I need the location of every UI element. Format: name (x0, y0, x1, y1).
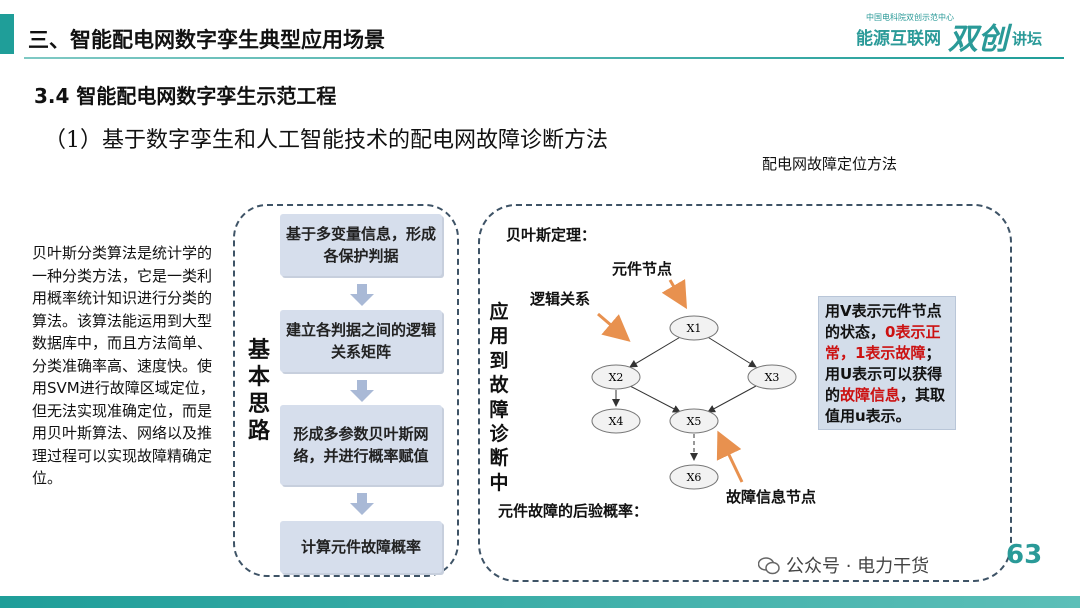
basic-idea-panel (233, 204, 459, 577)
node-x6: X6 (669, 464, 719, 490)
basic-idea-label: 基本思路 (247, 338, 270, 444)
node-x4: X4 (591, 408, 641, 434)
svg-text:X5: X5 (687, 415, 702, 428)
watermark-text: 公众号 · 电力干货 (786, 556, 930, 577)
svg-text:X6: X6 (687, 471, 702, 484)
info-fault-information-text: 故障信息 (840, 386, 901, 404)
step-4-text: 计算元件故障概率 (300, 538, 421, 556)
step-box-1: 基于多变量信息，形成各保护判据 (280, 214, 442, 276)
logo-main-text: 能源互联网 (856, 29, 941, 49)
header-accent-bar (0, 14, 14, 54)
section-title: 三、智能配电网数字孪生典型应用场景 (28, 28, 385, 52)
svg-text:X4: X4 (609, 415, 624, 428)
wechat-watermark: 公众号 · 电力干货 (758, 552, 929, 578)
svg-text:X2: X2 (609, 371, 624, 384)
bayes-description: 贝叶斯分类算法是统计学的一种分类方法，它是一类利用概率统计知识进行分类的算法。该… (32, 244, 215, 487)
method-title: （1）基于数字孪生和人工智能技术的配电网故障诊断方法 (44, 128, 608, 153)
step-box-2: 建立各判据之间的逻辑关系矩阵 (280, 310, 442, 372)
step-box-4: 计算元件故障概率 (280, 521, 442, 573)
step-box-3: 形成多参数贝叶斯网络，并进行概率赋值 (280, 405, 442, 485)
wechat-icon (758, 557, 780, 575)
edge-x3-x5 (707, 385, 757, 413)
logic-relation-annotation: 逻辑关系 (530, 290, 590, 308)
info-line-1: 用V表示元件节点的状态， (825, 302, 942, 341)
application-panel (478, 204, 1012, 582)
edge-x1-x2 (629, 335, 683, 368)
info-line-3: 用U表示可以获得的 (825, 365, 943, 404)
header-divider (24, 57, 1064, 59)
logic-relation-pointer (597, 312, 631, 342)
down-arrow-icon (350, 493, 374, 515)
step-1-text: 基于多变量信息，形成各保护判据 (286, 225, 437, 265)
logo-big-text: 双创 (948, 22, 1008, 57)
method-caption: 配电网故障定位方法 (762, 155, 898, 173)
logo-org-text: 中国电科院双创示范中心 (866, 13, 954, 22)
info-normal-fault-text: 0表示正常，1表示故障 (825, 323, 941, 362)
footer-accent-bar (0, 596, 1080, 608)
fault-info-node-annotation: 故障信息节点 (726, 488, 816, 506)
application-label: 应用到故障诊断中 (489, 301, 509, 494)
bayesian-network-diagram: X1 X2 X3 X4 X5 X6 元件节点 逻辑关系 故障信息节点 (530, 260, 816, 506)
svg-text:X1: X1 (687, 322, 702, 335)
node-x5: X5 (669, 408, 719, 434)
step-3-text: 形成多参数贝叶斯网络，并进行概率赋值 (293, 425, 429, 465)
info-line-2-end: ； (925, 344, 941, 362)
edge-x1-x3 (705, 335, 757, 368)
svg-text:X3: X3 (765, 371, 780, 384)
logo-small-text: 讲坛 (1012, 30, 1043, 48)
down-arrow-icon (350, 284, 374, 306)
node-x2: X2 (591, 364, 641, 390)
bayes-theorem-label: 贝叶斯定理： (506, 226, 597, 244)
subsection-title: 3.4 智能配电网数字孪生示范工程 (34, 84, 337, 108)
node-x1: X1 (669, 315, 719, 341)
component-node-pointer (661, 279, 688, 310)
down-arrow-icon (350, 380, 374, 402)
page-number: 63 (1006, 540, 1043, 570)
edge-x2-x5 (629, 385, 681, 413)
state-definition-box: 用V表示元件节点的状态，0表示正常，1表示故障； 用U表示可以获得的故障信息，其取… (818, 296, 956, 430)
step-2-text: 建立各判据之间的逻辑关系矩阵 (286, 321, 437, 361)
posterior-probability-label: 元件故障的后验概率： (498, 502, 649, 520)
fault-info-node-pointer (716, 430, 744, 483)
info-line-3-end: ，其取值用u表示。 (825, 386, 946, 425)
forum-logo: 中国电科院双创示范中心 能源互联网 双创 讲坛 (856, 12, 1056, 57)
component-node-annotation: 元件节点 (612, 260, 672, 278)
node-x3: X3 (747, 364, 797, 390)
